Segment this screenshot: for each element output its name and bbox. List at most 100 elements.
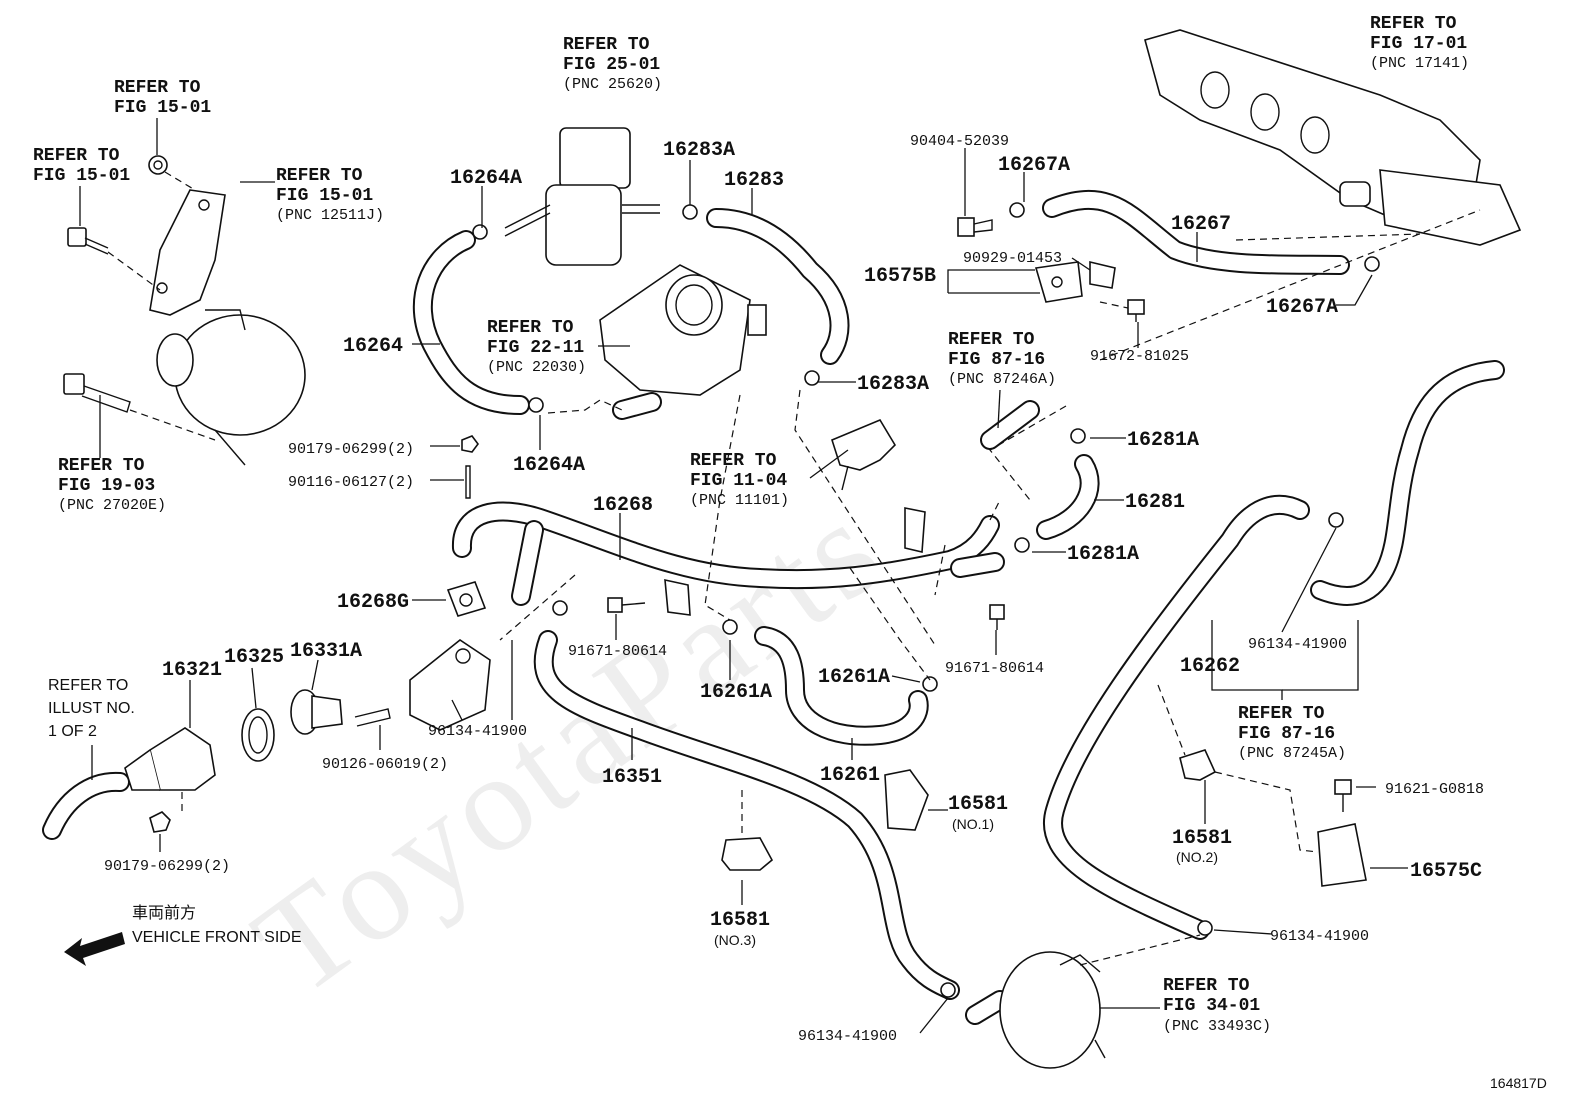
throttle-body-22-11[interactable] — [599, 264, 767, 396]
bolt-19-03[interactable] — [63, 373, 131, 413]
clamp-16581-no1[interactable] — [884, 769, 929, 831]
part-label[interactable]: 90929-01453 — [963, 250, 1062, 267]
part-label[interactable]: 91671-80614 — [945, 660, 1044, 677]
part-label[interactable]: 16264A — [513, 454, 585, 477]
svg-text:FIG 17-01: FIG 17-01 — [1370, 34, 1467, 54]
part-label[interactable]: 16331A — [290, 640, 362, 663]
svg-text:(PNC 17141): (PNC 17141) — [1370, 55, 1469, 72]
clamp-16581-no3[interactable] — [721, 837, 774, 871]
svg-text:REFER TO: REFER TO — [690, 451, 777, 471]
part-label[interactable]: 16575B — [864, 265, 936, 288]
stud-90116[interactable] — [465, 465, 471, 499]
hose-16264[interactable] — [412, 230, 530, 415]
bracket-16575b[interactable] — [1034, 261, 1083, 303]
hose-16267[interactable] — [1042, 189, 1350, 275]
part-label[interactable]: 96134-41900 — [798, 1028, 897, 1045]
part-label[interactable]: 91621-G0818 — [1385, 781, 1484, 798]
part-label[interactable]: 16283 — [724, 169, 784, 192]
part-label[interactable]: 16268 — [593, 494, 653, 517]
part-label[interactable]: 16267 — [1171, 213, 1231, 236]
part-label[interactable]: 16351 — [602, 766, 662, 789]
part-label[interactable]: 16261A — [700, 681, 772, 704]
part-label[interactable]: 16281A — [1127, 429, 1199, 452]
part-label[interactable]: 91672-81025 — [1090, 348, 1189, 365]
part-label[interactable]: 90116-06127(2) — [288, 474, 414, 491]
part-label[interactable]: 16575C — [1410, 860, 1482, 883]
part-label[interactable]: 90179-06299(2) — [104, 858, 230, 875]
svg-text:REFER TO: REFER TO — [487, 318, 574, 338]
part-label[interactable]: 16262 — [1180, 655, 1240, 678]
clip-90929[interactable] — [1089, 260, 1116, 289]
refer-note-fig15-bolt: REFER TO FIG 15-01 — [33, 146, 130, 186]
part-label[interactable]: 16321 — [162, 659, 222, 682]
bolt-91621[interactable] — [1334, 779, 1352, 812]
part-label[interactable]: 96134-41900 — [1270, 928, 1369, 945]
part-label[interactable]: 90404-52039 — [910, 133, 1009, 150]
part-label[interactable]: 16268G — [337, 591, 409, 614]
svg-text:ILLUST NO.: ILLUST NO. — [48, 700, 135, 717]
hose-16351[interactable] — [533, 630, 960, 1000]
part-label[interactable]: 16264 — [343, 335, 403, 358]
part-label[interactable]: 16261 — [820, 764, 880, 787]
clamp-16581-no2[interactable] — [1179, 749, 1217, 781]
part-label-16581-no2[interactable]: 16581 (NO.2) — [1172, 827, 1232, 865]
svg-text:REFER TO: REFER TO — [1238, 704, 1325, 724]
nut-15-01[interactable] — [148, 155, 168, 175]
part-label[interactable]: 16267A — [1266, 296, 1338, 319]
hose-16281[interactable] — [1036, 454, 1100, 540]
alternator-bracket[interactable] — [149, 189, 226, 316]
bolt-15-01[interactable] — [67, 227, 109, 255]
thermostat-16331a[interactable] — [290, 689, 343, 735]
part-label[interactable]: 16267A — [998, 154, 1070, 177]
part-label[interactable]: 16325 — [224, 646, 284, 669]
bolt-91672[interactable] — [1127, 299, 1145, 322]
bolt-90404[interactable] — [957, 217, 993, 237]
gasket-16325[interactable] — [241, 708, 275, 762]
svg-text:(PNC 87246A): (PNC 87246A) — [948, 371, 1056, 388]
gasket-16268g[interactable] — [446, 581, 487, 617]
refer-notes: REFER TO FIG 15-01 REFER TO FIG 15-01 RE… — [33, 14, 1469, 1035]
hose-87245a[interactable] — [1310, 360, 1505, 606]
svg-text:(PNC 12511J): (PNC 12511J) — [276, 207, 384, 224]
svg-text:REFER TO: REFER TO — [114, 78, 201, 98]
water-housing-96134[interactable] — [409, 639, 491, 731]
part-label[interactable]: 90179-06299(2) — [288, 441, 414, 458]
hose-short-16281-top[interactable] — [980, 400, 1040, 450]
compressor-19-03[interactable] — [156, 309, 306, 466]
water-outlet-11-04[interactable] — [831, 418, 897, 491]
oil-cooler-34-01[interactable] — [999, 951, 1106, 1069]
stud-90126[interactable] — [354, 708, 391, 727]
part-label[interactable]: 16283A — [663, 139, 735, 162]
part-label[interactable]: 90126-06019(2) — [322, 756, 448, 773]
part-label-16581-no3[interactable]: 16581 (NO.3) — [710, 909, 770, 948]
part-label[interactable]: 16281 — [1125, 491, 1185, 514]
bracket-16268[interactable] — [664, 507, 926, 616]
part-label-16581-no1[interactable]: 16581 (NO.1) — [948, 793, 1008, 832]
part-label[interactable]: 96134-41900 — [1248, 636, 1347, 653]
part-label[interactable]: 16261A — [818, 666, 890, 689]
hose-16261[interactable] — [754, 626, 929, 746]
bolt-91671-left[interactable] — [607, 597, 646, 613]
refer-note-fig87-bottom: REFER TO FIG 87-16 (PNC 87245A) — [1238, 704, 1346, 762]
svg-text:REFER TO: REFER TO — [33, 146, 120, 166]
hose-16262[interactable] — [1043, 494, 1310, 940]
exhaust-manifold-17-01[interactable] — [1144, 29, 1522, 246]
nut-90179-bottom[interactable] — [149, 811, 171, 833]
part-label[interactable]: 91671-80614 — [568, 643, 667, 660]
watermark: ToyotaParts — [227, 469, 911, 1025]
water-inlet-16321[interactable] — [124, 727, 216, 791]
egr-valve-25-01[interactable] — [504, 127, 660, 266]
part-label[interactable]: 16283A — [857, 373, 929, 396]
svg-text:FIG 22-11: FIG 22-11 — [487, 338, 584, 358]
part-label[interactable]: 96134-41900 — [428, 723, 527, 740]
pipe-16268[interactable] — [452, 501, 1005, 606]
svg-text:REFER TO: REFER TO — [58, 456, 145, 476]
part-label[interactable]: 16281A — [1067, 543, 1139, 566]
bolt-91671-right[interactable] — [989, 604, 1005, 630]
svg-text:FIG 34-01: FIG 34-01 — [1163, 996, 1260, 1016]
bracket-16575c[interactable] — [1317, 823, 1367, 887]
nut-90179-right[interactable] — [461, 435, 479, 453]
hose-16283[interactable] — [706, 208, 850, 365]
part-label[interactable]: 16264A — [450, 167, 522, 190]
svg-text:(NO.3): (NO.3) — [714, 932, 756, 948]
